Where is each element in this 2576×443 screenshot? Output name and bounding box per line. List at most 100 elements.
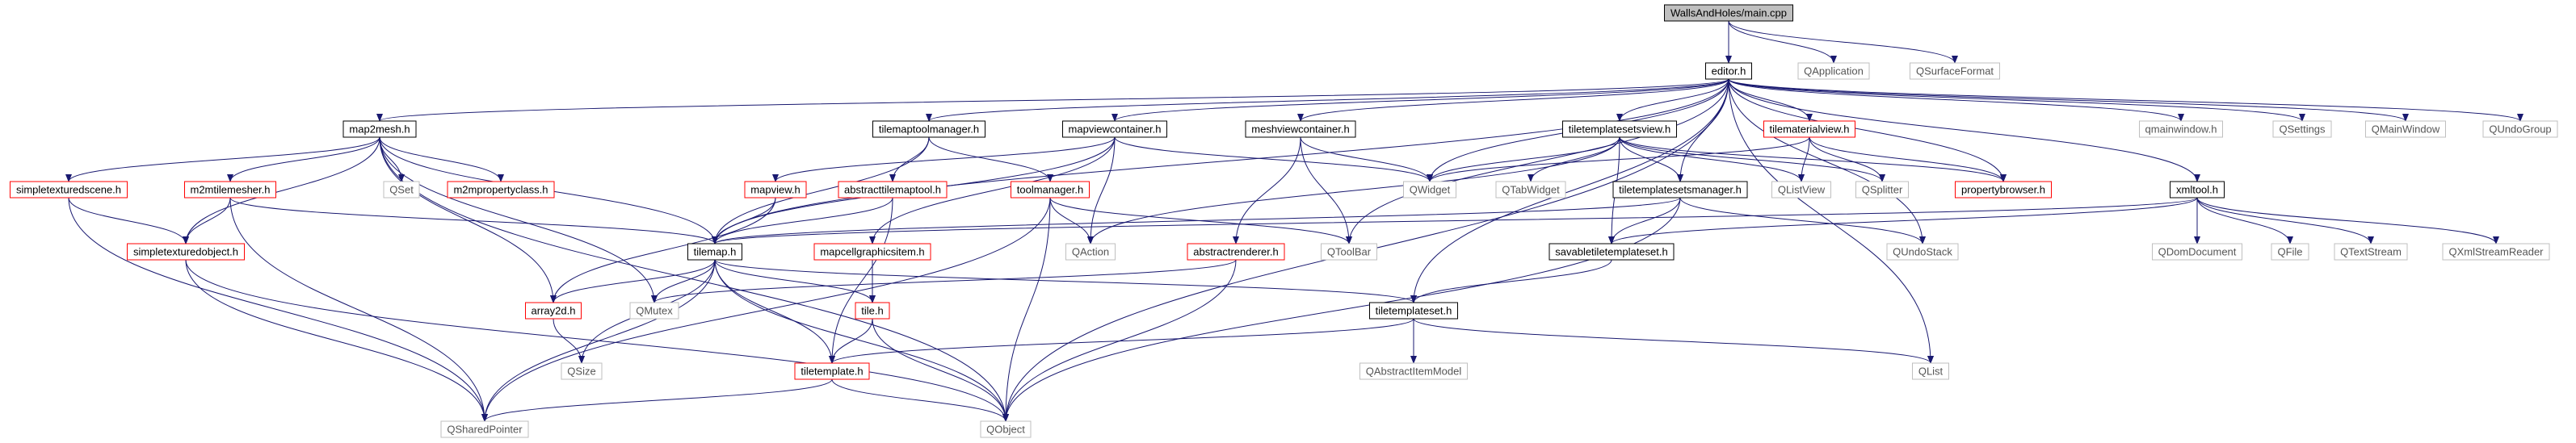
edge-editor_h-to-propertybrowser_h: [1728, 78, 2007, 182]
node-editor-h[interactable]: editor.h: [1705, 62, 1752, 80]
node-label: mapviewcontainer.h: [1069, 123, 1162, 136]
edge-tiletemplatesetsview_h-to-qtabwidget: [1528, 136, 1620, 182]
node-box: [127, 243, 245, 261]
node-box: [1369, 302, 1458, 320]
node-box: [980, 420, 1032, 438]
node-toolmanager-h[interactable]: toolmanager.h: [1011, 181, 1090, 199]
node-mapview-h[interactable]: mapview.h: [744, 181, 807, 199]
edge-meshviewcontainer_h-to-qtoolbar: [1300, 136, 1352, 244]
node-xmltool-h[interactable]: xmltool.h: [2170, 181, 2225, 199]
node-box: [2139, 120, 2223, 138]
edge-abstractrenderer_h-to-qobject: [1002, 259, 1237, 422]
node-label: QSettings: [2279, 123, 2326, 136]
node-box: [1495, 181, 1566, 199]
node-box: [447, 181, 555, 199]
edge-tilematerialview_h-to-qlistview: [1798, 136, 1810, 182]
node-label: QSize: [567, 366, 595, 378]
node-label: QSharedPointer: [447, 424, 523, 436]
node-box: [1403, 181, 1456, 199]
node-box: [629, 302, 679, 320]
edge-editor_h-to-mapviewcontainer_h: [1112, 78, 1729, 122]
node-box: [561, 362, 603, 380]
node-box: [855, 302, 890, 320]
node-label: QMainWindow: [2372, 123, 2440, 136]
node-simpletexturedscene-h[interactable]: simpletexturedscene.h: [10, 181, 128, 199]
node-tilemap-h[interactable]: tilemap.h: [687, 243, 742, 261]
node-main-cpp[interactable]: WallsAndHoles/main.cpp: [1664, 4, 1793, 22]
node-tilematerialview-h[interactable]: tilematerialview.h: [1763, 120, 1855, 138]
node-tiletemplatesetsview-h[interactable]: tiletemplatesetsview.h: [1562, 120, 1677, 138]
node-m2mtilemesher-h[interactable]: m2mtilemesher.h: [184, 181, 276, 199]
node-mapcellgraphicsitem-h[interactable]: mapcellgraphicsitem.h: [813, 243, 931, 261]
node-qlistview: QListView: [1771, 181, 1831, 199]
node-box: [2272, 120, 2332, 138]
node-qmainwindow: QMainWindow: [2365, 120, 2446, 138]
node-box: [794, 362, 870, 380]
edge-tiletemplateset_h-to-tiletemplate_h: [829, 318, 1414, 364]
node-qwidget: QWidget: [1403, 181, 1456, 199]
node-map2mesh-h[interactable]: map2mesh.h: [342, 120, 417, 138]
edge-editor_h-to-meshviewcontainer_h: [1297, 78, 1729, 122]
node-qlist: QList: [1912, 362, 1949, 380]
edge-tilemap_h-to-tiletemplateset_h: [714, 259, 1417, 303]
edge-editor_h-to-map2mesh_h: [376, 78, 1729, 122]
node-label: tilemap.h: [694, 246, 737, 258]
node-box: [1062, 120, 1167, 138]
node-tiletemplateset-h[interactable]: tiletemplateset.h: [1369, 302, 1458, 320]
edge-toolmanager_h-to-qsharedpointer: [481, 197, 1051, 422]
node-propertybrowser-h[interactable]: propertybrowser.h: [1955, 181, 2052, 199]
node-qobject: QObject: [980, 420, 1032, 438]
edge-tilematerialview_h-to-qsplitter: [1809, 136, 1885, 182]
node-box: [2482, 120, 2558, 138]
node-qapplication: QApplication: [1797, 62, 1870, 80]
node-label: propertybrowser.h: [1961, 184, 2045, 196]
node-label: QDomDocument: [2158, 246, 2237, 258]
node-tilemaptoolmanager-h[interactable]: tilemaptoolmanager.h: [872, 120, 985, 138]
node-abstractrenderer-h[interactable]: abstractrenderer.h: [1187, 243, 1285, 261]
node-box: [1612, 181, 1748, 199]
node-box: [838, 181, 948, 199]
edge-tiletemplatesetsview_h-to-qaction: [1087, 136, 1620, 244]
node-label: QMutex: [636, 305, 673, 317]
node-mapviewcontainer-h[interactable]: mapviewcontainer.h: [1062, 120, 1167, 138]
edge-abstracttilemaptool_h-to-tiletemplate_h: [829, 197, 893, 364]
edge-m2mtilemesher_h-to-qsharedpointer: [229, 197, 488, 422]
node-label: QFile: [2277, 246, 2302, 258]
node-meshviewcontainer-h[interactable]: meshviewcontainer.h: [1245, 120, 1356, 138]
node-tile-h[interactable]: tile.h: [855, 302, 890, 320]
edge-mapviewcontainer_h-to-mapcellgraphicsitem_h: [869, 136, 1116, 244]
edge-array2d_h-to-qsize: [553, 318, 585, 364]
node-array2d-h[interactable]: array2d.h: [525, 302, 582, 320]
node-label: QTextStream: [2340, 246, 2402, 258]
node-simpletexturedobject-h[interactable]: simpletexturedobject.h: [127, 243, 245, 261]
node-qtextstream: QTextStream: [2334, 243, 2408, 261]
node-tiletemplate-h[interactable]: tiletemplate.h: [794, 362, 870, 380]
edge-editor_h-to-tiletemplatesetsmanager_h: [1677, 78, 1729, 182]
node-label: QUndoStack: [1893, 246, 1952, 258]
edge-toolmanager_h-to-qobject: [1002, 197, 1051, 422]
node-label: mapview.h: [750, 184, 800, 196]
edge-map2mesh_h-to-simpletexturedobject_h: [183, 136, 380, 244]
node-label: tile.h: [861, 305, 883, 317]
node-box: [1359, 362, 1468, 380]
node-m2mpropertyclass-h[interactable]: m2mpropertyclass.h: [447, 181, 555, 199]
node-box: [2152, 243, 2242, 261]
edge-toolmanager_h-to-qaction: [1049, 197, 1094, 244]
edge-simpletexturedscene_h-to-qsharedpointer: [68, 197, 488, 422]
node-box: [1065, 243, 1116, 261]
edge-mapview_h-to-array2d_h: [550, 197, 776, 303]
node-label: m2mpropertyclass.h: [453, 184, 548, 196]
node-label: QSet: [389, 184, 414, 196]
edge-editor_h-to-tiletemplatesetsview_h: [1616, 78, 1729, 122]
node-qsharedpointer: QSharedPointer: [440, 420, 529, 438]
edge-tiletemplatesetsview_h-to-qsplitter: [1619, 136, 1885, 182]
edge-editor_h-to-qsettings: [1728, 78, 2305, 122]
edge-map2mesh_h-to-m2mtilemesher_h: [227, 136, 380, 182]
node-savabletiletemplateset-h[interactable]: savabletiletemplateset.h: [1549, 243, 1675, 261]
edge-editor_h-to-qmainwindow_h: [1728, 78, 2184, 122]
node-tiletemplatesetsmanager-h[interactable]: tiletemplatesetsmanager.h: [1612, 181, 1748, 199]
node-box: [2170, 181, 2225, 199]
edge-xmltool_h-to-qxmlstreamreader: [2196, 197, 2499, 244]
node-abstracttilemaptool-h[interactable]: abstracttilemaptool.h: [838, 181, 948, 199]
edge-main_cpp-to-qapplication: [1728, 20, 1837, 64]
